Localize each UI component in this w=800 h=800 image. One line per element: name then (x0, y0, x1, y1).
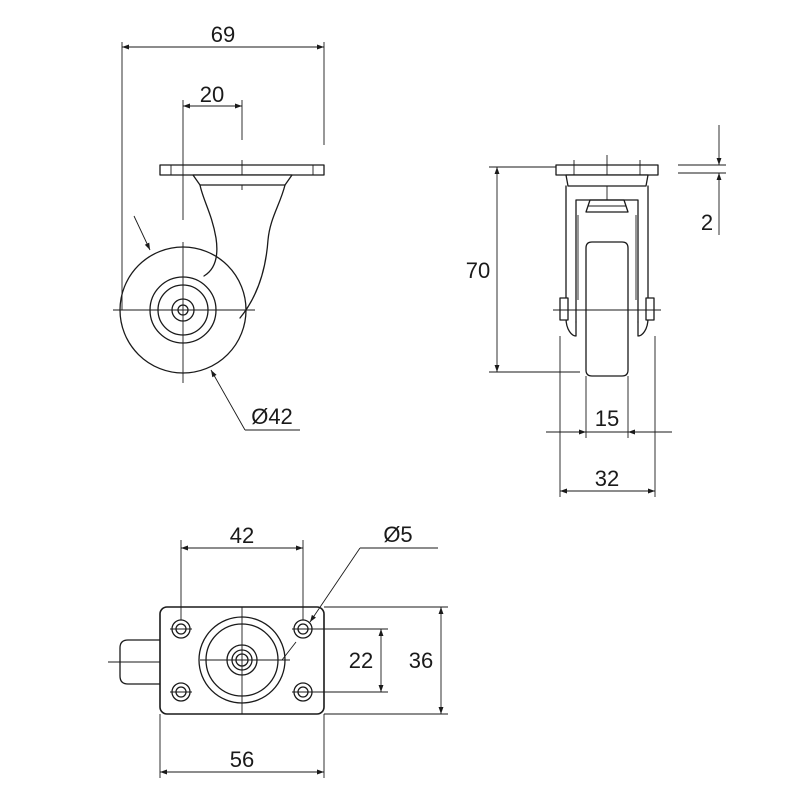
front-view: 70 2 15 32 (466, 125, 726, 497)
dim-label-plate-depth: 36 (409, 648, 433, 673)
dim-label-hole-spacing-y: 22 (349, 648, 373, 673)
dim-label-hole-spacing-x: 42 (230, 523, 254, 548)
dim-label-overall-width: 69 (211, 22, 235, 47)
dim-label-wheel-width: 15 (595, 406, 619, 431)
dim-label-wheel-diameter: Ø42 (251, 404, 293, 429)
top-view: 42 Ø5 22 36 56 (108, 522, 448, 778)
front-wheel (585, 241, 629, 377)
dim-label-hole-diameter: Ø5 (383, 522, 412, 547)
side-view: 69 20 Ø42 (113, 22, 325, 431)
side-fork-arm-outer (239, 184, 286, 319)
dim-label-frame-width: 32 (595, 466, 619, 491)
dim-label-plate-thickness: 2 (701, 210, 713, 235)
side-fork-arm-inner (199, 184, 218, 277)
dim-label-height: 70 (466, 258, 490, 283)
side-swivel-bearing (192, 174, 293, 186)
dim-label-offset: 20 (200, 82, 224, 107)
dim-label-plate-width: 56 (230, 747, 254, 772)
